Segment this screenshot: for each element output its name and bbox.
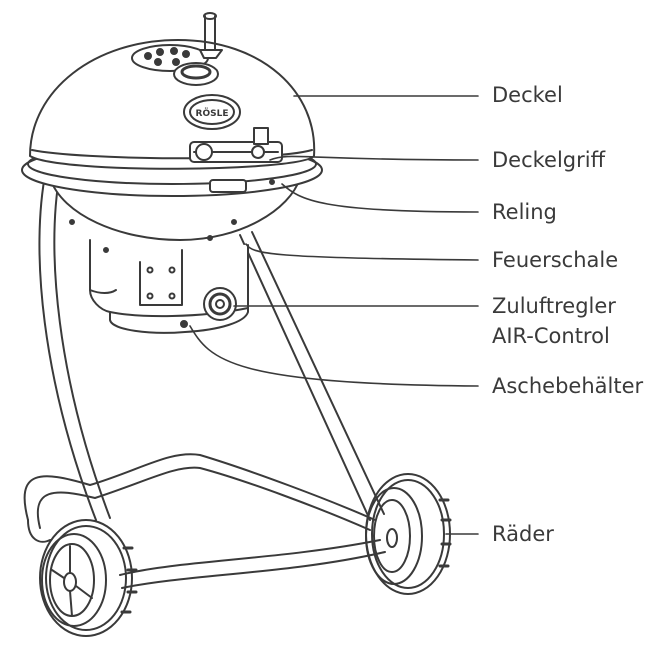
left-wheel (39, 519, 138, 637)
label-air-control: AIR-Control (492, 324, 610, 348)
leader-reling (281, 183, 479, 213)
trolley-frame (23, 156, 386, 589)
label-feuerschale: Feuerschale (492, 248, 619, 272)
label-zuluftregler: Zuluftregler (492, 294, 616, 318)
label-deckel: Deckel (492, 83, 563, 107)
logo-text: RÖSLE (196, 108, 229, 119)
air-control-dial (203, 287, 237, 321)
label-raeder: Räder (492, 522, 554, 546)
right-wheel (365, 473, 452, 595)
leader-deckelgriff (269, 155, 479, 161)
leader-feuerschale (245, 243, 479, 261)
label-deckelgriff: Deckelgriff (492, 148, 606, 172)
lid: RÖSLE (29, 12, 316, 170)
lid-handle (189, 127, 283, 163)
leader-asche (189, 325, 479, 387)
label-reling: Reling (492, 200, 557, 224)
leader-lines (189, 95, 479, 535)
label-aschebehaelter: Aschebehälter (492, 374, 644, 398)
